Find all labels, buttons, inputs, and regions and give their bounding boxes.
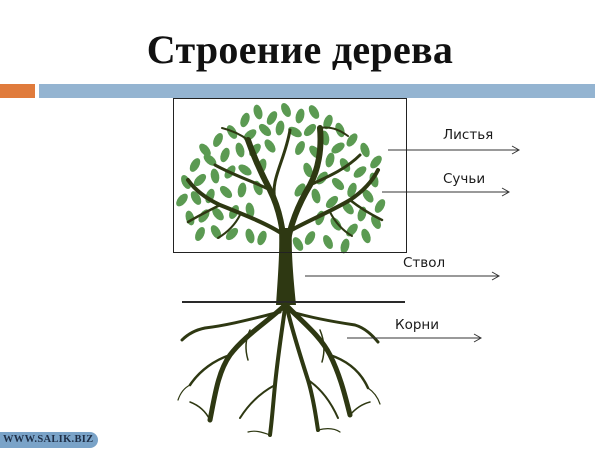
trunk-icon — [276, 228, 296, 305]
page-title: Строение дерева — [146, 27, 454, 72]
annotation-arrows — [305, 145, 521, 343]
branches-icon — [186, 125, 384, 255]
header-accent-bar — [0, 84, 35, 98]
label-trunk: Ствол — [403, 255, 446, 271]
canopy-frame — [173, 98, 407, 253]
label-branches: Сучьи — [443, 171, 486, 187]
watermark: WWW.SALIK.BIZ — [0, 432, 98, 448]
label-leaves: Листья — [443, 127, 494, 143]
label-roots: Корни — [395, 317, 440, 333]
header-divider-bar — [39, 84, 595, 98]
roots-icon — [177, 302, 381, 437]
